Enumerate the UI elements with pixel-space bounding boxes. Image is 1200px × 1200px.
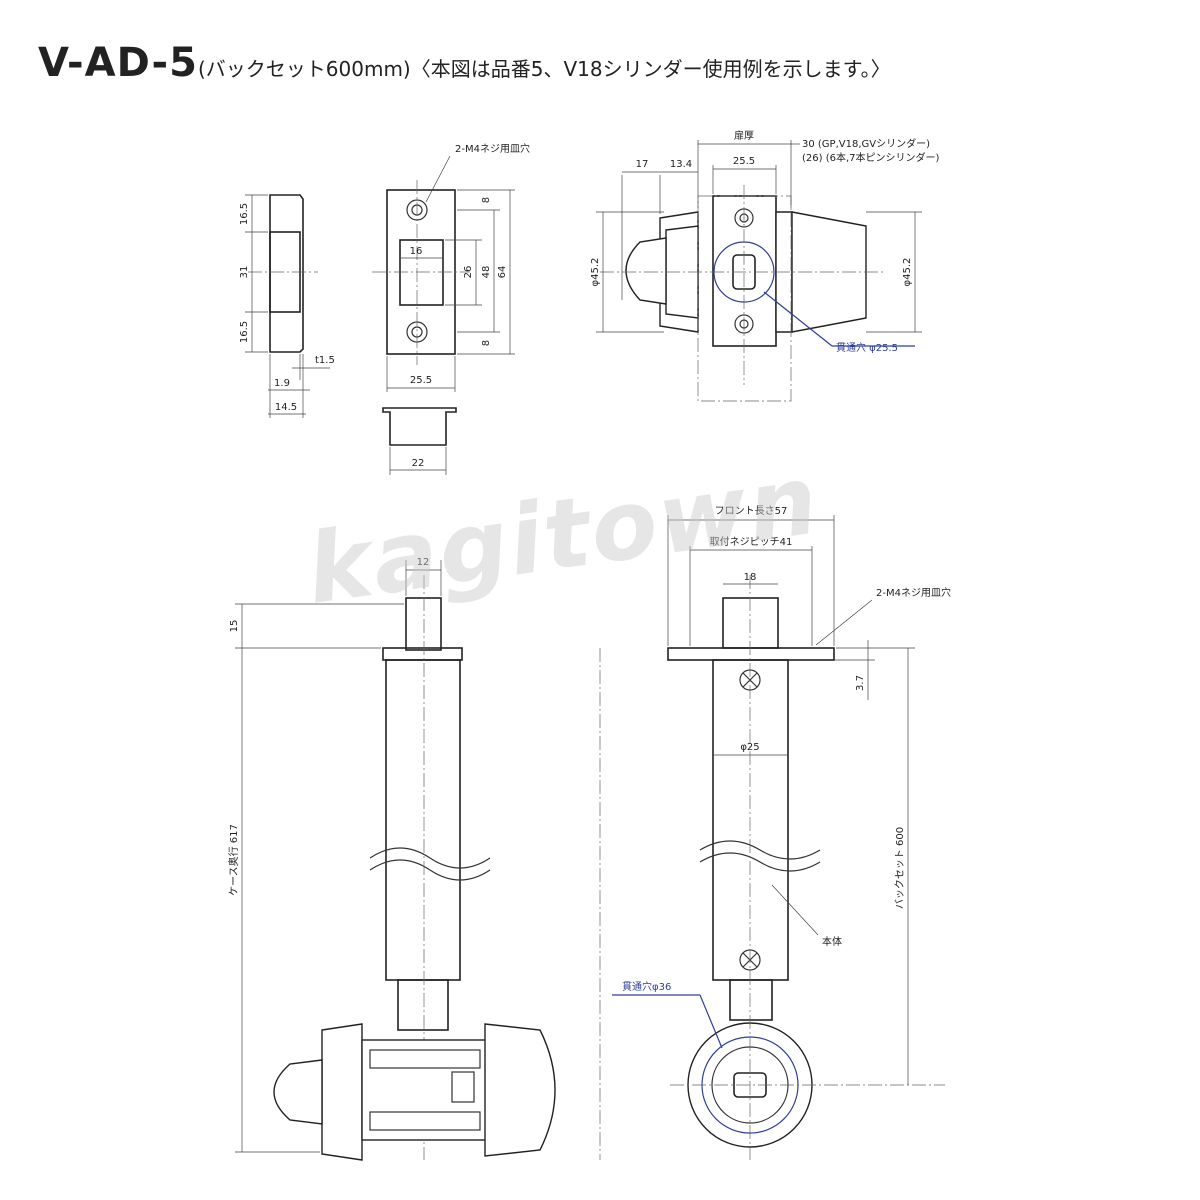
lock-top-view: フロント長さ57 取付ネジピッチ41 18 2-M4ネジ用皿穴 3.7 φ25 …	[599, 505, 951, 1160]
lock-front-view: 17 13.4 25.5 扉厚 30 (GP,V18,GVシリンダー) (26)…	[590, 129, 940, 402]
dim-strike-thickness: t1.5	[315, 355, 335, 366]
dim-bottom-offset: 8	[481, 340, 492, 346]
dim-opening-height: 26	[463, 266, 474, 279]
latch-bolt	[405, 597, 442, 651]
top-front-plate	[667, 647, 835, 661]
dim-case-depth: ケース奥行 617	[227, 824, 240, 896]
thumbturn-knob	[625, 237, 667, 305]
top-screw-note: 2-M4ネジ用皿穴	[876, 586, 951, 599]
dim-strike-w1: 1.9	[274, 378, 290, 389]
strike-front-view: 2-M4ネジ用皿穴 16 26 48 64 8 8 25.5 22	[372, 142, 530, 475]
body-label: 本体	[822, 935, 842, 948]
through-hole-36-note: 貫通穴φ36	[622, 980, 671, 993]
top-hub	[729, 979, 773, 1021]
dim-strike-width: 25.5	[410, 375, 432, 386]
dim-strike-h1: 16.5	[239, 203, 250, 225]
lock-case	[385, 659, 461, 981]
dim-strike-64: 64	[497, 266, 508, 279]
strike-box-plan	[382, 407, 457, 446]
dim-front-length: フロント長さ57	[715, 505, 788, 517]
side-cylinder	[484, 1023, 556, 1157]
dim-lock-13-4: 13.4	[670, 159, 692, 170]
dim-lock-17: 17	[636, 159, 649, 170]
lock-screw-bottom	[734, 314, 754, 334]
dim-box-width: 22	[412, 458, 425, 469]
dim-body-diameter: φ25	[740, 742, 759, 753]
dim-knob-diameter: φ45.2	[590, 258, 601, 287]
top-lock-case	[712, 659, 789, 981]
dim-door-thickness: 扉厚	[734, 129, 754, 142]
dim-top-offset: 8	[481, 197, 492, 203]
strike-side-plate	[269, 194, 304, 353]
side-mechanism	[361, 1039, 493, 1141]
page-title: V-AD-5(バックセット600mm)〈本図は品番5、V18シリンダー使用例を示…	[38, 40, 891, 86]
lock-hub	[397, 979, 449, 1031]
dim-strike-h2: 31	[239, 266, 250, 279]
dim-bolt-12: 12	[417, 557, 430, 568]
through-hole-note: 貫通穴 φ25.5	[836, 341, 898, 354]
title-subtitle: (バックセット600mm)〈本図は品番5、V18シリンダー使用例を示します。〉	[197, 57, 891, 81]
dim-strike-48: 48	[481, 266, 492, 279]
dim-bolt-18: 18	[744, 572, 757, 583]
model-number: V-AD-5	[38, 40, 198, 86]
dim-cylinder-diameter: φ45.2	[902, 258, 913, 287]
door-thickness-note-1: 30 (GP,V18,GVシリンダー)	[802, 137, 930, 150]
lock-side-view: 12 15 ケース奥行 617	[227, 557, 556, 1161]
dim-screw-pitch: 取付ネジピッチ41	[710, 535, 793, 548]
lock-front-plate	[712, 195, 777, 347]
dim-3-7: 3.7	[855, 675, 866, 691]
dim-backset: バックセット 600	[894, 827, 906, 909]
top-latch-bolt	[722, 597, 779, 649]
side-thumbturn-rose	[321, 1023, 363, 1161]
strike-side-view: 16.5 31 16.5 t1.5 1.9 14.5	[239, 194, 335, 418]
dim-lock-25-5: 25.5	[733, 156, 755, 167]
side-thumbturn-knob	[273, 1059, 323, 1125]
dim-opening-width: 16	[410, 246, 423, 257]
dim-bolt-15: 15	[229, 620, 240, 633]
strike-screw-note: 2-M4ネジ用皿穴	[455, 142, 530, 155]
door-thickness-note-2: (26) (6本,7本ピンシリンダー)	[802, 151, 940, 164]
dim-strike-w2: 14.5	[275, 402, 297, 413]
strike-opening	[399, 239, 444, 306]
dim-strike-h3: 16.5	[239, 321, 250, 343]
